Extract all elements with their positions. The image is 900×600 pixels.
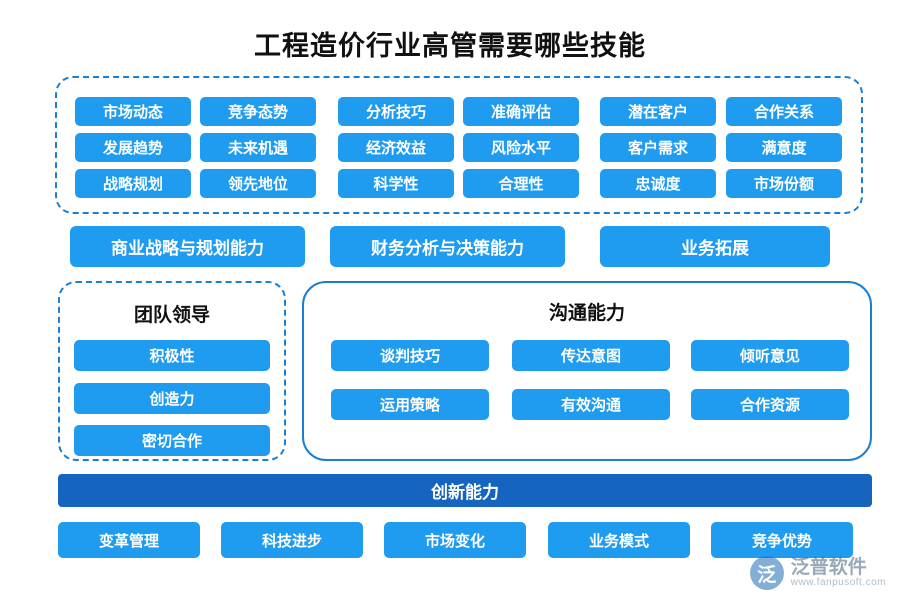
watermark-url: www.fanpusoft.com	[790, 576, 886, 588]
chip-business-strategy-planning[interactable]: 商业战略与规划能力	[70, 226, 305, 267]
fanpu-logo-icon: 泛	[749, 556, 784, 590]
chip-reasonableness[interactable]: 合理性	[463, 169, 579, 198]
chip-satisfaction[interactable]: 满意度	[726, 133, 842, 162]
chip-development-trend[interactable]: 发展趋势	[75, 133, 191, 162]
top-skills-group	[55, 76, 863, 214]
chip-loyalty[interactable]: 忠诚度	[600, 169, 716, 198]
chip-strategic-planning[interactable]: 战略规划	[75, 169, 191, 198]
chip-analysis-skills[interactable]: 分析技巧	[338, 97, 454, 126]
communication-heading: 沟通能力	[548, 303, 625, 324]
chip-business-expansion[interactable]: 业务拓展	[600, 226, 830, 267]
chip-convey-intent[interactable]: 传达意图	[512, 340, 670, 371]
chip-listen-opinions[interactable]: 倾听意见	[691, 340, 849, 371]
team-leadership-group	[58, 281, 286, 461]
chip-competitive-situation[interactable]: 竞争态势	[200, 97, 316, 126]
chip-financial-analysis-decision[interactable]: 财务分析与决策能力	[330, 226, 565, 267]
innovation-capability-bar[interactable]: 创新能力	[58, 474, 872, 507]
chip-market-share[interactable]: 市场份额	[726, 169, 842, 198]
chip-initiative[interactable]: 积极性	[74, 340, 270, 371]
chip-risk-level[interactable]: 风险水平	[463, 133, 579, 162]
chip-business-model[interactable]: 业务模式	[548, 522, 690, 558]
chip-potential-customers[interactable]: 潜在客户	[600, 97, 716, 126]
chip-creativity[interactable]: 创造力	[74, 383, 270, 414]
watermark: 泛 泛普软件 www.fanpusoft.com	[749, 556, 886, 590]
chip-close-cooperation[interactable]: 密切合作	[74, 425, 270, 456]
chip-market-change[interactable]: 市场变化	[384, 522, 526, 558]
chip-leading-position[interactable]: 领先地位	[200, 169, 316, 198]
watermark-text: 泛普软件 www.fanpusoft.com	[790, 556, 886, 588]
chip-economic-benefit[interactable]: 经济效益	[338, 133, 454, 162]
chip-apply-strategy[interactable]: 运用策略	[331, 389, 489, 420]
chip-future-opportunities[interactable]: 未来机遇	[200, 133, 316, 162]
chip-competitive-advantage[interactable]: 竞争优势	[711, 522, 853, 558]
chip-effective-communication[interactable]: 有效沟通	[512, 389, 670, 420]
communication-group	[302, 281, 872, 461]
page-title: 工程造价行业高管需要哪些技能	[254, 31, 646, 61]
chip-change-management[interactable]: 变革管理	[58, 522, 200, 558]
watermark-brand: 泛普软件	[790, 556, 867, 578]
chip-negotiation-skills[interactable]: 谈判技巧	[331, 340, 489, 371]
chip-cooperation-relationship[interactable]: 合作关系	[726, 97, 842, 126]
chip-cooperation-resources[interactable]: 合作资源	[691, 389, 849, 420]
chip-technology-progress[interactable]: 科技进步	[221, 522, 363, 558]
chip-accurate-evaluation[interactable]: 准确评估	[463, 97, 579, 126]
chip-market-dynamics[interactable]: 市场动态	[75, 97, 191, 126]
team-leadership-heading: 团队领导	[133, 305, 210, 326]
chip-scientific[interactable]: 科学性	[338, 169, 454, 198]
chip-customer-needs[interactable]: 客户需求	[600, 133, 716, 162]
